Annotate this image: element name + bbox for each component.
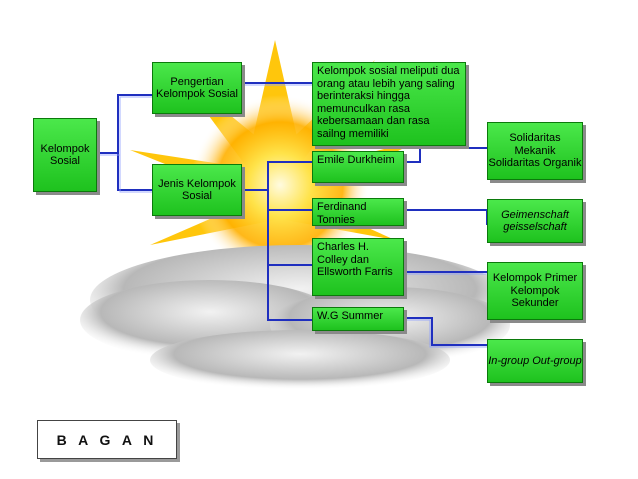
kelompok-primer-box: Kelompok Primer Kelompok Sekunder — [487, 262, 583, 320]
clouds-graphic — [80, 245, 510, 390]
pengertian-box: Pengertian Kelompok Sosial — [152, 62, 242, 114]
jenis-label: Jenis Kelompok Sosial — [158, 177, 236, 203]
definisi-box: Kelompok sosial meliputi dua orang atau … — [312, 62, 466, 146]
bagan-label-box: B A G A N — [37, 420, 177, 459]
summer-box: W.G Summer — [312, 307, 404, 331]
ingroup-box: In-group Out-group — [487, 339, 583, 383]
definisi-text: Kelompok sosial meliputi dua orang atau … — [317, 65, 460, 140]
ingroup-label: In-group Out-group — [488, 354, 582, 367]
solidaritas-label: Solidaritas Mekanik Solidaritas Organik — [488, 132, 582, 170]
cooley-box: Charles H. Colley dan Ellsworth Farris — [312, 238, 404, 296]
gemeinschaft-box: Geimenschaft geisselschaft — [487, 199, 583, 243]
kelompok-sosial-box: Kelompok Sosial — [33, 118, 97, 192]
durkheim-box: Emile Durkheim — [312, 151, 404, 183]
cooley-label: Charles H. Colley dan Ellsworth Farris — [317, 241, 393, 278]
kelompok-sosial-label: Kelompok Sosial — [40, 142, 90, 168]
jenis-box: Jenis Kelompok Sosial — [152, 164, 242, 216]
solidaritas-box: Solidaritas Mekanik Solidaritas Organik — [487, 122, 583, 180]
connector-lines — [96, 82, 488, 346]
bagan-label: B A G A N — [56, 431, 158, 448]
summer-label: W.G Summer — [317, 310, 384, 322]
pengertian-label: Pengertian Kelompok Sosial — [156, 75, 238, 101]
durkheim-label: Emile Durkheim — [317, 154, 395, 166]
gemeinschaft-label: Geimenschaft geisselschaft — [501, 208, 569, 234]
kelompok-primer-label: Kelompok Primer Kelompok Sekunder — [492, 272, 578, 310]
tonnies-label: Ferdinand Tonnies — [317, 201, 367, 226]
tonnies-box: Ferdinand Tonnies — [312, 198, 404, 226]
